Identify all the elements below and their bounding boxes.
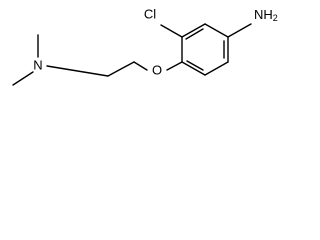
- ring-bond-c4-c5: [181, 61, 206, 76]
- amine-label: NH2: [254, 7, 278, 24]
- ring-bond-c1-c2: [204, 23, 229, 38]
- bond-ring-to-nh2: [227, 23, 252, 38]
- ring-bond-c5-c6: [204, 61, 229, 76]
- amine-label-subscript: 2: [273, 13, 278, 23]
- ring-double-bond-inner-1: [185, 28, 204, 40]
- bond-n-to-methyl-bottom: [12, 71, 34, 86]
- ether-oxygen-label: O: [152, 63, 162, 78]
- ring-bond-c2-c3: [181, 23, 206, 38]
- bond-ch2-to-n: [46, 65, 109, 77]
- bond-ring-to-cl: [160, 24, 183, 38]
- dimethylamino-nitrogen-label: N: [33, 58, 42, 73]
- bond-ch2-to-ch2: [107, 61, 135, 77]
- bond-o-to-ch2: [133, 61, 148, 71]
- substituent-bonds: [12, 23, 252, 86]
- bond-ring-to-o: [166, 61, 183, 71]
- chlorine-label: Cl: [144, 7, 156, 22]
- ring-double-bond-inner-2: [186, 60, 204, 71]
- amine-label-base: NH: [254, 7, 273, 22]
- benzene-ring: [181, 23, 229, 76]
- structure-diagram: Cl NH2 O N: [12, 7, 278, 86]
